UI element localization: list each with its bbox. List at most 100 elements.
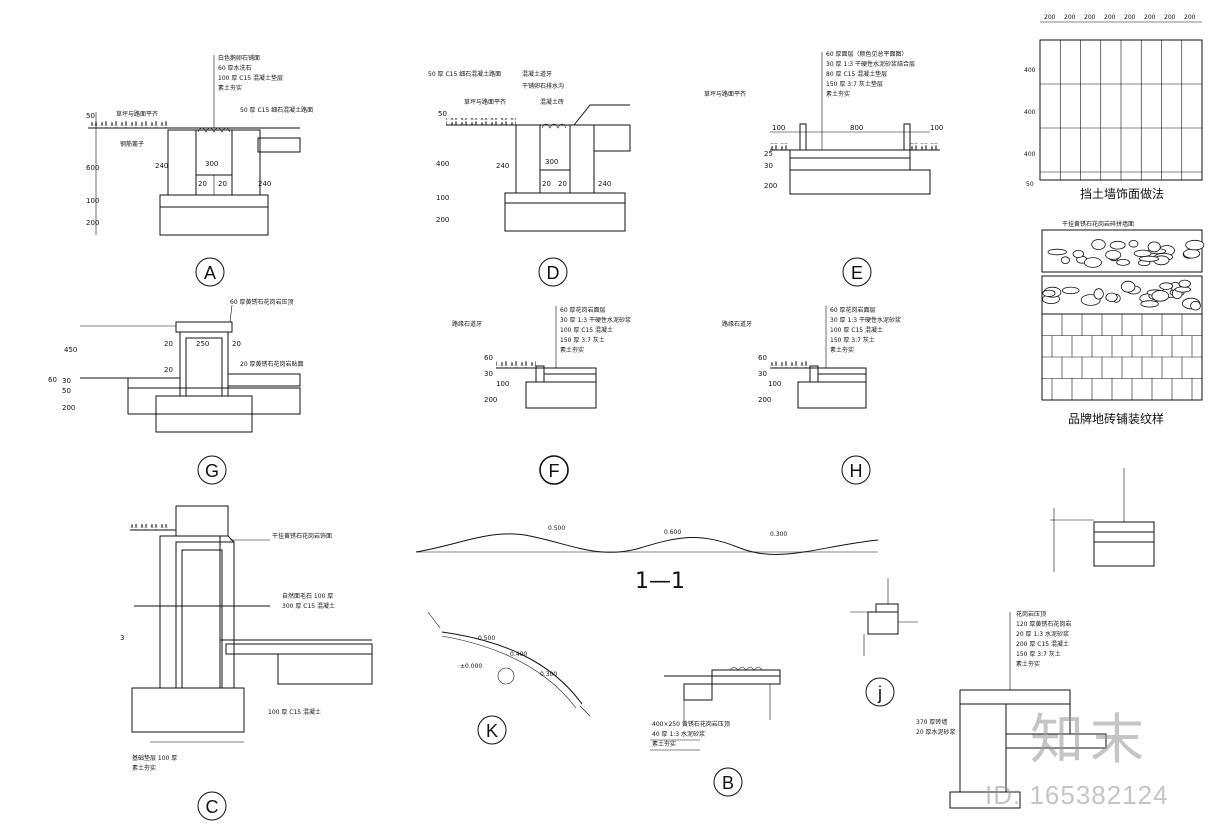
note-lr-6: 素土夯实 (1016, 660, 1040, 668)
dim-g-3: 30 (62, 377, 71, 385)
note-b-1: 400×250 黄锈石花岗岩压顶 (652, 720, 730, 728)
note-e-5: 素土夯实 (826, 90, 850, 98)
pebble (1116, 258, 1130, 266)
facade-dim-top: 200 (1084, 14, 1096, 21)
pebble (1140, 300, 1159, 308)
paving-sample-title: 品牌地砖铺装纹样 (1068, 411, 1164, 426)
note-lr-3: 20 厚 1:3 水泥砂浆 (1016, 630, 1069, 638)
note-a-top: 白色鹅卵石铺面 (218, 54, 260, 62)
pebble (1190, 300, 1201, 311)
note-e-3: 80 厚 C15 混凝土垫层 (826, 70, 887, 78)
pebble (1139, 255, 1160, 262)
note-e-4: 150 厚 3:7 灰土垫层 (826, 80, 883, 88)
note-g-1: 60 厚黄锈石花岗岩压顶 (230, 298, 294, 306)
pebble (1072, 249, 1085, 258)
small-paving-detail (1050, 468, 1155, 572)
note-h-2: 30 厚 1:3 干硬性水泥砂浆 (830, 316, 901, 324)
k-elev-4: ±0.000 (460, 663, 482, 670)
note-c-base: 100 厚 C15 混凝土 (268, 708, 321, 716)
dim-c-1: 3 (120, 634, 124, 642)
note-a-side: 钢筋篦子 (120, 140, 144, 148)
section-label-k: K (486, 721, 498, 741)
section-c-detail: 3 干挂黄锈石花岗岩饰面 自然面毛石 100 厚 300 厚 C15 混凝土 1… (120, 505, 373, 821)
dim-d-1: 50 (438, 110, 447, 118)
note-h-left: 路缘石道牙 (722, 320, 752, 328)
pebble (1047, 248, 1067, 256)
note-d-left: 草坪与路面平齐 (464, 98, 506, 106)
dim-f-1: 60 (484, 354, 493, 362)
section-k-detail: 0.500 0.400 0.300 ±0.000 K (427, 611, 591, 745)
profile-1-1: 0.500 0.600 0.300 1—1 (415, 525, 879, 594)
dim-e-5: 30 (764, 162, 773, 170)
pebble-band-bottom (1042, 279, 1201, 311)
facade-dim-top: 200 (1064, 14, 1076, 21)
dim-e-1: 100 (772, 124, 785, 132)
pebble (1105, 249, 1122, 260)
facade-dim-top: 200 (1144, 14, 1156, 21)
dim-f-2: 30 (484, 370, 493, 378)
pebble (1151, 290, 1170, 302)
dim-d-6: 300 (545, 158, 558, 166)
pebble (1178, 279, 1191, 288)
pebble (1060, 256, 1071, 265)
k-elev-3: 0.300 (540, 671, 557, 678)
profile-elev-2: 0.600 (664, 529, 681, 536)
facade-dim-top: 200 (1044, 14, 1056, 21)
pebble (1109, 240, 1126, 250)
dim-g-7: 250 (196, 340, 209, 348)
dim-a-5: 240 (155, 162, 168, 170)
dim-g-5: 200 (62, 404, 75, 412)
note-lr-5: 150 厚 3:7 灰土 (1016, 650, 1061, 658)
section-label-d: D (547, 263, 560, 283)
section-b-detail: 400×250 黄锈石花岗岩压顶 40 厚 1:3 水泥砂浆 素土夯实 B (650, 667, 781, 797)
note-f-2: 30 厚 1:3 干硬性水泥砂浆 (560, 316, 631, 324)
pebble-band-top (1047, 239, 1205, 268)
paving-joint-lines (1042, 314, 1202, 400)
dim-a-2: 600 (86, 164, 99, 172)
dim-d-7: 240 (598, 180, 611, 188)
pebble (1185, 239, 1205, 251)
note-lr-side2: 20 厚水泥砂浆 (916, 728, 956, 736)
pebble (1147, 241, 1161, 253)
note-c-2: 自然面毛石 100 厚 (282, 592, 333, 600)
dim-d-2: 400 (436, 160, 449, 168)
dim-a-4: 200 (86, 219, 99, 227)
pebble (1105, 292, 1118, 303)
section-f-detail: 60 30 100 200 路缘石道牙 60 厚花岗岩面层 30 厚 1:3 干… (452, 306, 631, 485)
watermark-id: ID: 165382124 (985, 780, 1169, 810)
wall-facade-detail: 200 200 200 200 200 200 200 200 400 400 … (1024, 14, 1203, 201)
dim-f-3: 100 (496, 380, 509, 388)
facade-dim-top: 200 (1104, 14, 1116, 21)
facade-joint-lines (1040, 40, 1202, 180)
pebble (1091, 239, 1106, 250)
dim-g-8: 20 (232, 340, 241, 348)
note-h-1: 60 厚花岗岩面层 (830, 306, 876, 314)
section-label-f: F (549, 461, 560, 481)
dim-d-5: 240 (496, 162, 509, 170)
note-f-left: 路缘石道牙 (452, 320, 482, 328)
note-e-left: 草坪与路面平齐 (704, 90, 746, 98)
k-elev-2: 0.400 (510, 651, 527, 658)
pebble (1093, 288, 1104, 300)
section-label-j: j (877, 683, 882, 703)
pebble (1174, 286, 1191, 293)
note-lr-2: 120 厚黄锈石花岗岩 (1016, 620, 1071, 628)
section-label-h: H (850, 461, 863, 481)
dim-e-2: 800 (850, 124, 863, 132)
note-e-2: 30 厚 1:3 干硬性水泥砂浆结合层 (826, 60, 915, 68)
note-h-4: 150 厚 3:7 灰土 (830, 336, 875, 344)
profile-title: 1—1 (635, 569, 685, 594)
section-g-detail: 450 60 30 50 200 20 250 20 20 60 厚黄锈石花岗岩… (48, 298, 304, 485)
note-e-1: 60 厚面层（颜色见总平面图） (826, 50, 908, 58)
pebble (1159, 282, 1174, 290)
dim-g-9: 20 (164, 366, 173, 374)
paving-sample-detail: 干挂黄锈石花岗岩碎拼墙面 品牌地砖铺装纹样 (1041, 220, 1205, 426)
dim-g-1: 450 (64, 346, 77, 354)
dim-e-4: 25 (764, 150, 773, 158)
section-h-detail: 60 30 100 200 路缘石道牙 60 厚花岗岩面层 30 厚 1:3 干… (722, 306, 901, 485)
pebble (1120, 280, 1136, 293)
note-h-5: 素土夯实 (830, 346, 854, 354)
dim-h-4: 200 (758, 396, 771, 404)
facade-top-dimensions: 200 200 200 200 200 200 200 200 (1044, 14, 1196, 21)
